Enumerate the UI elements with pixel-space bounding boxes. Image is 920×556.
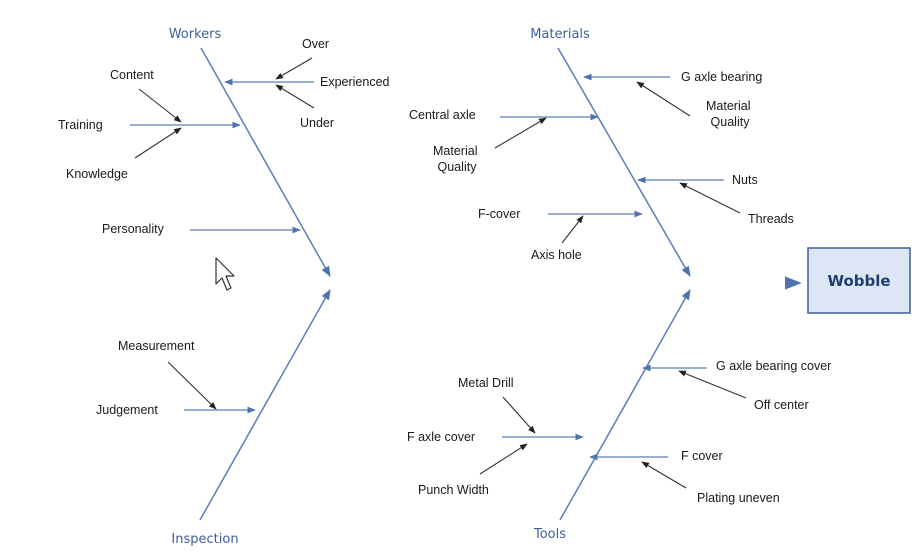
arrow-threads bbox=[679, 182, 741, 214]
arrow-metal-drill bbox=[502, 396, 536, 434]
cause-training: Training bbox=[58, 118, 103, 132]
cause-central-axle: Central axle bbox=[409, 108, 476, 122]
bone-inspection bbox=[199, 289, 331, 521]
effect-box bbox=[807, 247, 911, 314]
cause-metal-drill: Metal Drill bbox=[458, 376, 514, 390]
cause-knowledge: Knowledge bbox=[66, 167, 128, 181]
cause-axis-hole: Axis hole bbox=[531, 248, 582, 262]
cause-plating-uneven: Plating uneven bbox=[697, 491, 780, 505]
cause-punch-width: Punch Width bbox=[418, 483, 489, 497]
cause-f-cover-top: F-cover bbox=[478, 207, 520, 221]
material-quality-right-line1: Material bbox=[706, 99, 750, 113]
arrow-content bbox=[138, 88, 182, 123]
cause-g-axle-bearing: G axle bearing bbox=[681, 70, 762, 84]
cause-content: Content bbox=[110, 68, 154, 82]
arrow-punch-width bbox=[479, 443, 528, 475]
cause-personality: Personality bbox=[102, 222, 165, 236]
cause-material-quality-right: Material Quality bbox=[706, 99, 754, 129]
cause-off-center: Off center bbox=[754, 398, 809, 412]
cause-experienced: Experienced bbox=[320, 75, 390, 89]
cause-f-cover-bottom: F cover bbox=[681, 449, 723, 463]
arrow-off-center bbox=[678, 370, 747, 399]
cause-under: Under bbox=[300, 116, 334, 130]
category-tools: Tools bbox=[533, 527, 566, 542]
effect-label: Wobble bbox=[827, 272, 890, 290]
arrow-material-quality-right bbox=[636, 81, 691, 117]
cause-judgement: Judgement bbox=[96, 403, 158, 417]
arrow-under bbox=[275, 84, 315, 109]
category-inspection: Inspection bbox=[171, 532, 238, 547]
category-workers: Workers bbox=[169, 27, 222, 42]
bone-workers bbox=[200, 47, 331, 277]
cause-nuts: Nuts bbox=[732, 173, 758, 187]
cause-material-quality-left: Material Quality bbox=[433, 144, 481, 174]
cause-measurement: Measurement bbox=[118, 339, 195, 353]
bone-tools bbox=[559, 289, 691, 521]
arrow-knowledge bbox=[134, 127, 182, 159]
material-quality-left-line2: Quality bbox=[438, 160, 478, 174]
mouse-pointer-icon bbox=[215, 257, 235, 291]
cause-f-axle-cover: F axle cover bbox=[407, 430, 475, 444]
cause-over: Over bbox=[302, 37, 329, 51]
arrow-material-quality-left bbox=[494, 117, 547, 149]
material-quality-right-line2: Quality bbox=[711, 115, 751, 129]
category-materials: Materials bbox=[530, 27, 590, 42]
bone-materials bbox=[557, 47, 691, 277]
arrow-over bbox=[275, 57, 313, 80]
material-quality-left-line1: Material bbox=[433, 144, 477, 158]
cause-threads: Threads bbox=[748, 212, 794, 226]
cause-g-axle-bearing-cover: G axle bearing cover bbox=[716, 359, 831, 373]
arrow-axis-hole bbox=[561, 215, 584, 244]
arrow-measurement bbox=[167, 361, 217, 410]
arrow-plating-uneven bbox=[641, 461, 687, 489]
